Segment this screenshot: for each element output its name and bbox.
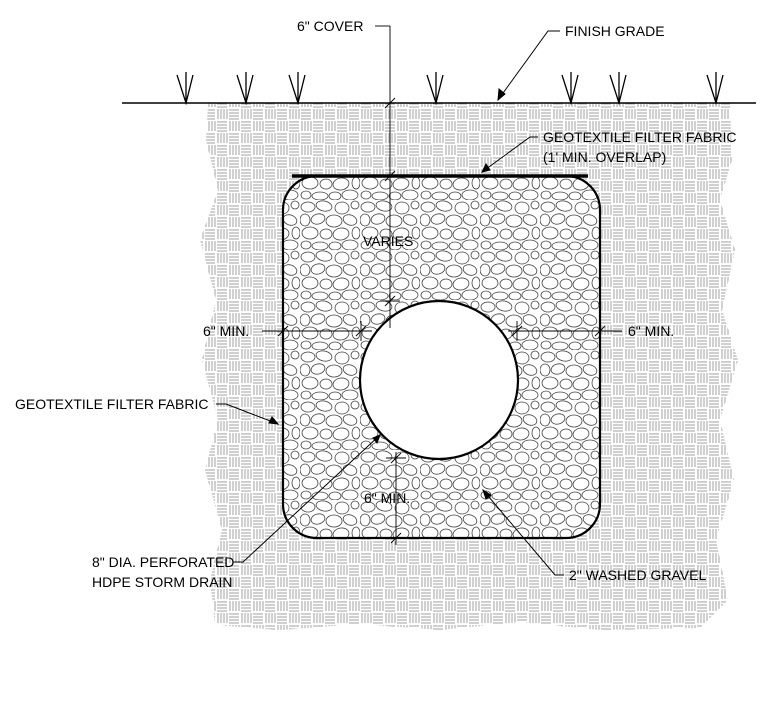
min-bottom-label: 6" MIN. bbox=[364, 490, 410, 506]
finish-grade-label: FINISH GRADE bbox=[565, 23, 665, 39]
min-right-label: 6" MIN. bbox=[628, 323, 674, 339]
varies-label: VARIES bbox=[363, 233, 413, 249]
dimension-lines bbox=[262, 25, 622, 545]
top-fabric-overlap-label: (1' MIN. OVERLAP) bbox=[543, 149, 666, 165]
drain-label-line1: 8" DIA. PERFORATED bbox=[92, 554, 234, 570]
side-fabric-label: GEOTEXTILE FILTER FABRIC bbox=[15, 396, 208, 412]
gravel-label: 2" WASHED GRAVEL bbox=[569, 567, 706, 583]
grass-symbols bbox=[176, 72, 724, 106]
storm-drain-pipe bbox=[358, 299, 520, 461]
cover-label: 6" COVER bbox=[297, 18, 363, 34]
min-left-label: 6" MIN. bbox=[203, 323, 249, 339]
drain-label-line2: HDPE STORM DRAIN bbox=[92, 574, 233, 590]
leader-lines bbox=[216, 30, 564, 576]
top-fabric-label: GEOTEXTILE FILTER FABRIC bbox=[543, 129, 736, 145]
